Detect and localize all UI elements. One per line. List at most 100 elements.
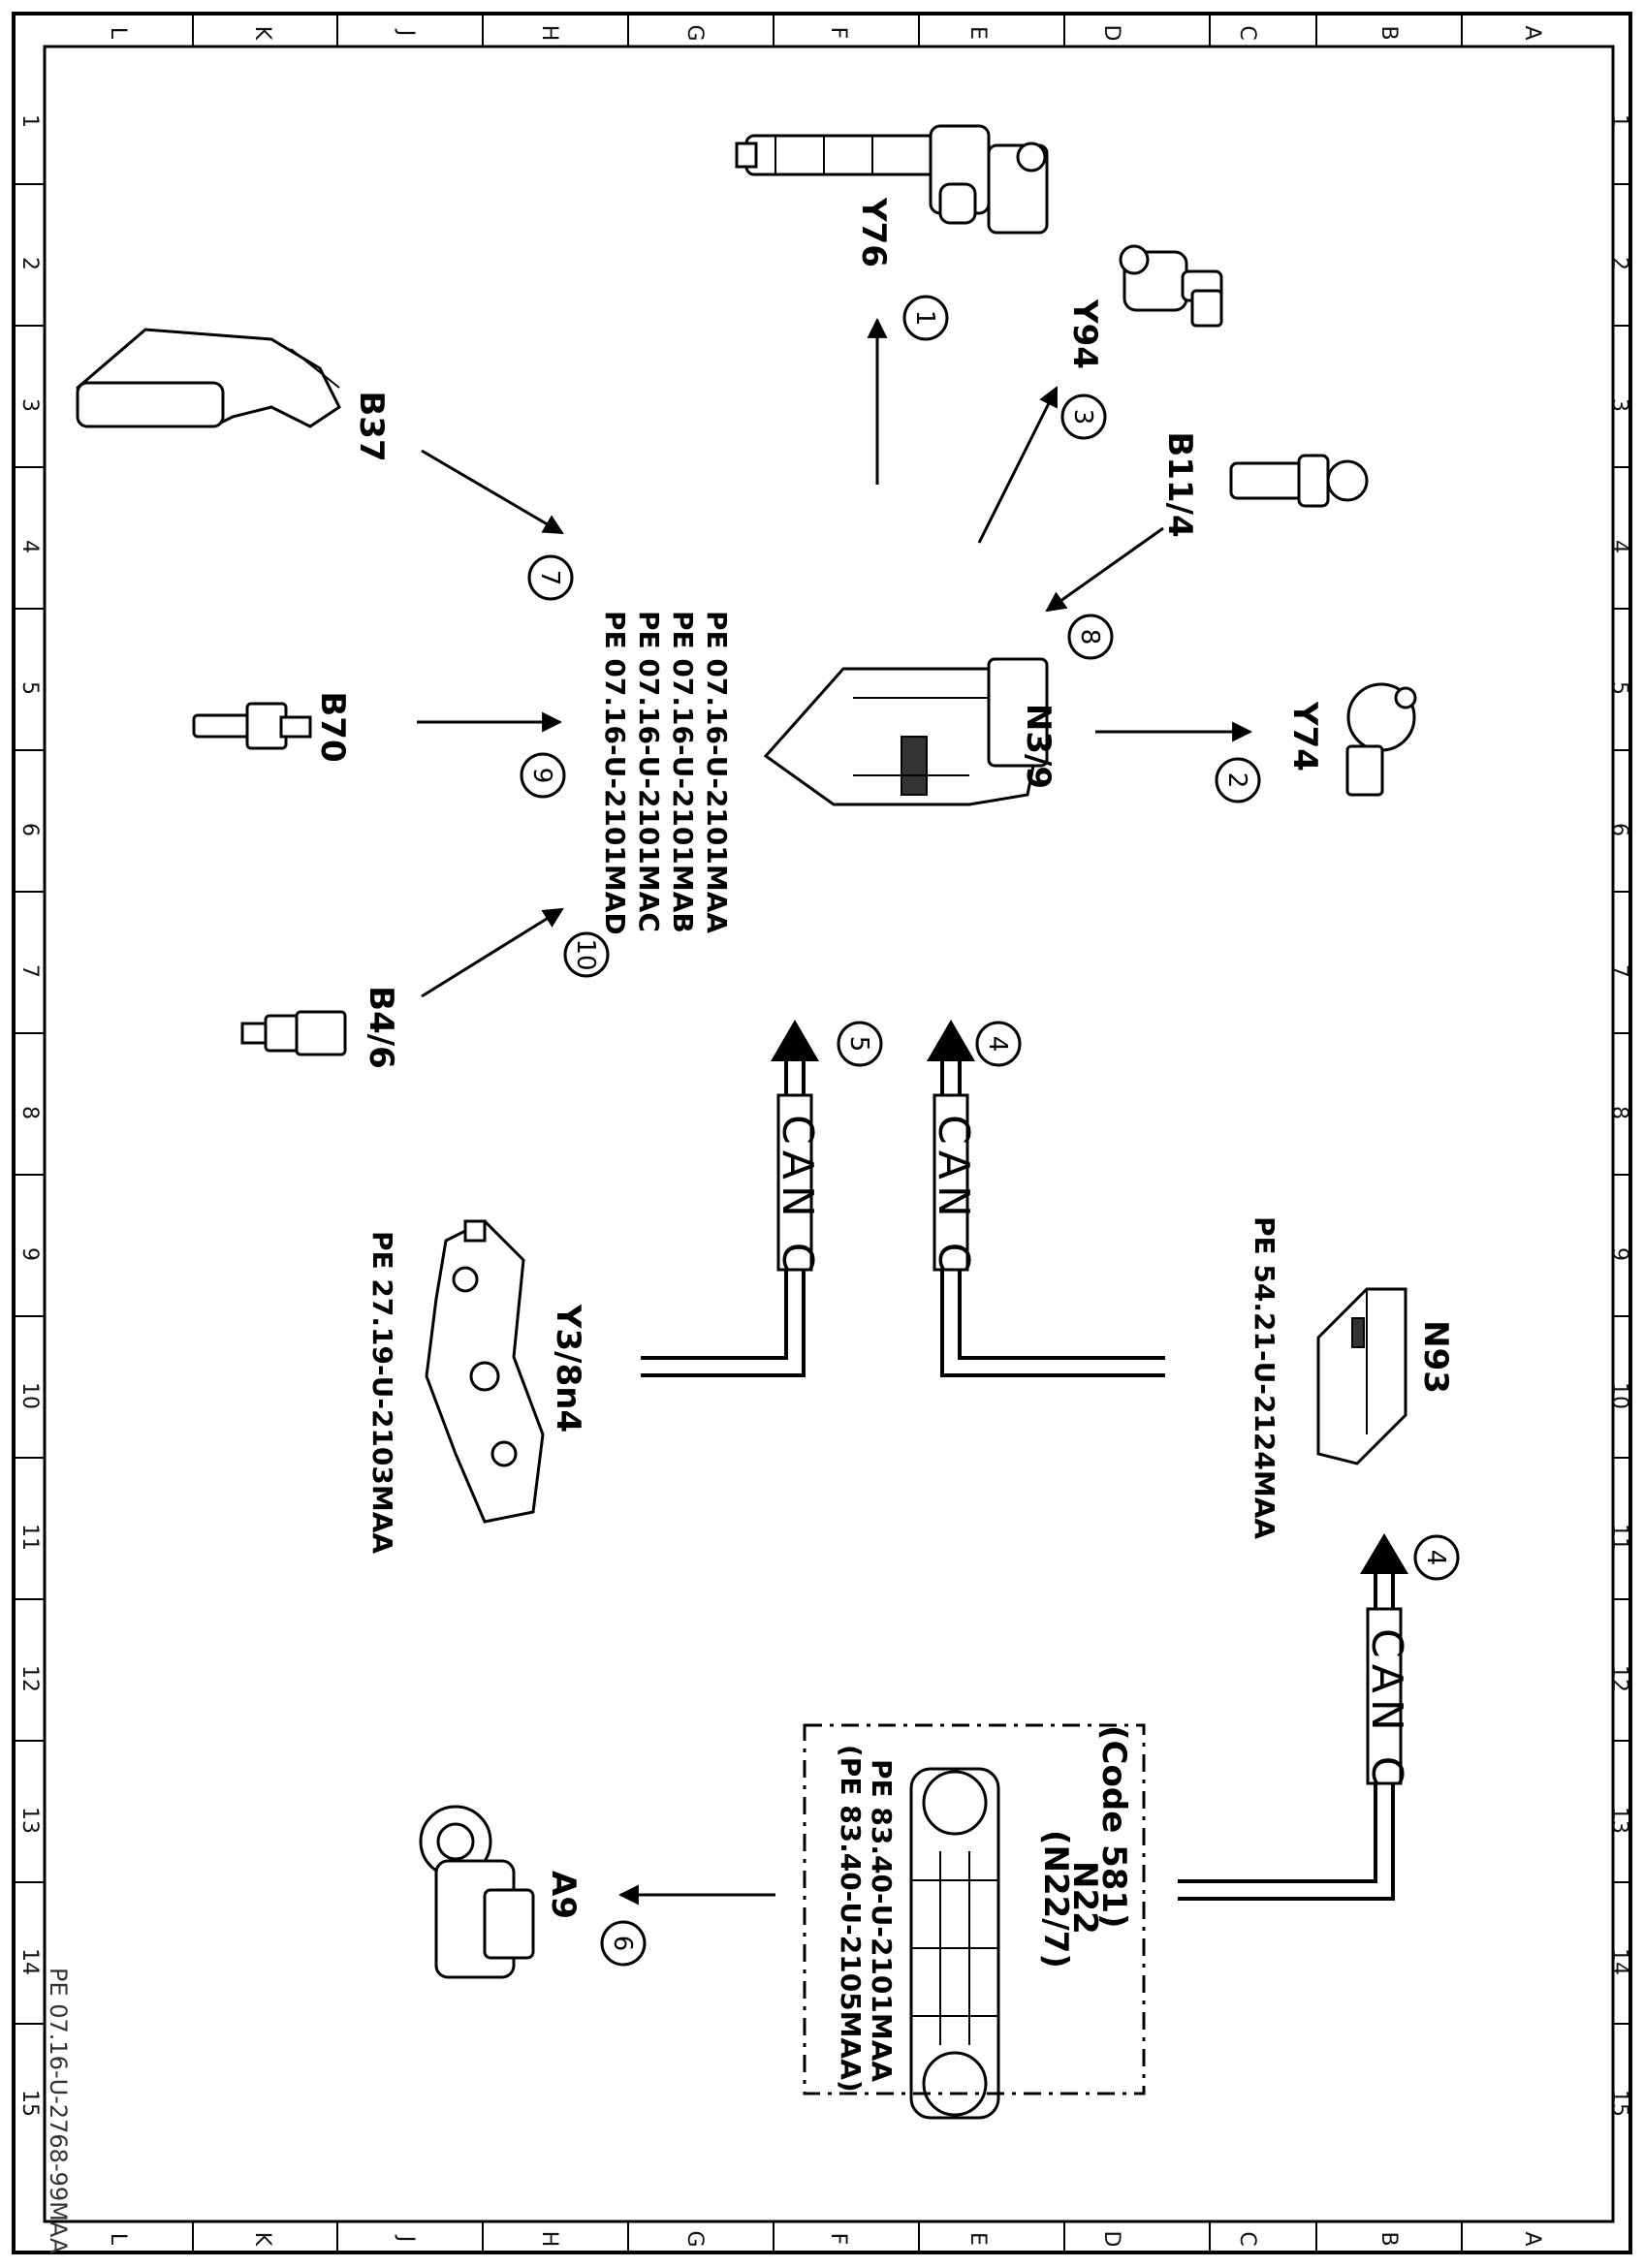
grid-number: 8	[17, 1106, 42, 1119]
grid-letter: J	[394, 2234, 418, 2243]
grid-letter: F	[826, 2233, 850, 2246]
ref-n93: PE 54.21-U-2124MAA	[1249, 1216, 1280, 1539]
grid-number: 1	[17, 114, 42, 128]
frame-outer	[12, 12, 1632, 2254]
grid-number: 2	[17, 257, 42, 270]
compressor-a9-drawing	[419, 1805, 535, 1979]
valve-y74-drawing	[1345, 682, 1417, 797]
ref-n3-9: PE 07.16-U-2101MAD	[599, 611, 631, 935]
climate-panel-n22-drawing	[909, 1767, 1000, 2120]
circled-number: 3	[1068, 409, 1097, 425]
grid-letter: L	[106, 27, 130, 40]
can-label: CAN C	[1362, 1628, 1411, 1791]
grid-number: 8	[1607, 1106, 1631, 1119]
grid-numbers-left: 1 2 3 4 5 6 7 8 9 10 11 12 13 14 15	[17, 114, 42, 2117]
circled-number: 9	[527, 768, 556, 784]
ref-n3-9: PE 07.16-U-2101MAA	[701, 611, 733, 933]
circled-number: 6	[608, 1936, 637, 1952]
sensor-b11-4-drawing	[1229, 454, 1369, 508]
grid-number: 7	[17, 964, 42, 978]
can-bus-4-lower	[1178, 1533, 1408, 1901]
label-b4-6: B4/6	[362, 986, 400, 1069]
grid-number: 4	[1607, 540, 1631, 553]
grid-number: 13	[17, 1807, 42, 1834]
ref-n3-9: PE 07.16-U-2101MAC	[633, 611, 665, 932]
pedal-b37-drawing	[76, 328, 341, 428]
grid-number: 7	[1607, 964, 1631, 978]
circled-number: 2	[1222, 772, 1251, 789]
ref-n22: PE 83.40-U-2101MAA	[866, 1759, 898, 2082]
injector-y76-drawing	[735, 124, 1049, 235]
grid-number: 12	[17, 1665, 42, 1692]
grid-letter: E	[965, 2232, 990, 2246]
label-b70: B70	[313, 691, 352, 762]
grid-letter: E	[965, 26, 990, 40]
grid-number: 1	[1607, 114, 1631, 128]
grid-letter: D	[1099, 2231, 1123, 2248]
grid-number: 9	[1607, 1247, 1631, 1261]
grid-letter: L	[106, 2233, 130, 2246]
label-b11-4: B11/4	[1160, 431, 1199, 537]
grid-letter: H	[537, 2231, 561, 2248]
grid-number: 10	[17, 1382, 42, 1409]
arrow-7	[421, 449, 564, 535]
label-n93: N93	[1416, 1320, 1455, 1394]
grid-letter: H	[537, 25, 561, 42]
grid-letter: G	[682, 2230, 707, 2247]
can-bus-4-upper	[927, 1020, 1165, 1377]
optional-equipment-box	[803, 1723, 1146, 2095]
sensor-b4-6-drawing	[240, 1010, 347, 1056]
grid-letter: F	[826, 27, 850, 40]
ref-y3-8n4: PE 27.19-U-2103MAA	[366, 1231, 398, 1554]
document-id: PE 07.16-U-2768-99MAA	[45, 1968, 72, 2254]
label-y76: Y76	[854, 197, 893, 268]
can-bus-5	[641, 1020, 819, 1377]
grid-number: 11	[17, 1524, 42, 1551]
grid-letter: J	[394, 28, 418, 37]
grid-number: 10	[1607, 1382, 1631, 1409]
grid-number: 13	[1607, 1807, 1631, 1834]
grid-letter: C	[1235, 25, 1259, 40]
circled-numbers: 1 2 3 4 4 5 6 7 8 9 10	[520, 295, 1460, 1967]
grid-number: 12	[1607, 1665, 1631, 1692]
grid-letter: A	[1520, 25, 1544, 40]
grid-number: 4	[17, 540, 42, 553]
circled-number: 5	[844, 1036, 873, 1053]
label-code-581: (Code 581)	[1094, 1725, 1133, 1929]
grid-letter: A	[1520, 2231, 1544, 2246]
ref-n22: (PE 83.40-U-2105MAA)	[835, 1745, 867, 2093]
pe-references: PE 07.16-U-2101MAA PE 07.16-U-2101MAB PE…	[366, 611, 1280, 2093]
circled-number: 4	[983, 1036, 1012, 1053]
label-y94: Y94	[1065, 299, 1104, 369]
label-n3-9: N3/9	[1019, 704, 1058, 789]
label-y74: Y74	[1285, 701, 1324, 772]
component-labels: N3/9 Y76 Y94 B11/4 Y74 B37 B70 B4/6 Y3/8…	[313, 197, 1455, 1969]
grid-number: 5	[17, 681, 42, 695]
grid-number: 6	[1607, 823, 1631, 836]
grid-ticks-horizontal	[192, 14, 1463, 2252]
can-label: CAN C	[773, 1115, 822, 1277]
arrow-3	[977, 386, 1059, 544]
grid-numbers-right: 1 2 3 4 5 6 7 8 9 10 11 12 13 14 15	[1607, 114, 1631, 2117]
grid-letter: K	[250, 2232, 274, 2247]
label-a9: A9	[544, 1871, 583, 1919]
grid-number: 3	[17, 398, 42, 412]
grid-number: 6	[17, 823, 42, 836]
valve-body-y3-8n4-drawing	[425, 1219, 545, 1524]
grid-number: 15	[1607, 2090, 1631, 2117]
grid-ticks-vertical	[14, 183, 1630, 2025]
valve-y94-drawing	[1119, 244, 1223, 328]
grid-letter: G	[682, 24, 707, 41]
grid-number: 14	[17, 1948, 42, 1975]
grid-number: 15	[17, 2090, 42, 2117]
circled-number: 4	[1421, 1550, 1450, 1566]
grid-letters-bottom: L K J H G F E D C B A	[106, 2230, 1544, 2247]
sensor-b70-drawing	[192, 702, 312, 750]
grid-number: 5	[1607, 681, 1631, 695]
label-n22: N22	[1065, 1861, 1104, 1935]
arrow-10	[421, 907, 564, 998]
grid-number: 11	[1607, 1524, 1631, 1551]
label-n22-7: (N22/7)	[1036, 1830, 1075, 1969]
arrow-8	[1045, 526, 1164, 613]
